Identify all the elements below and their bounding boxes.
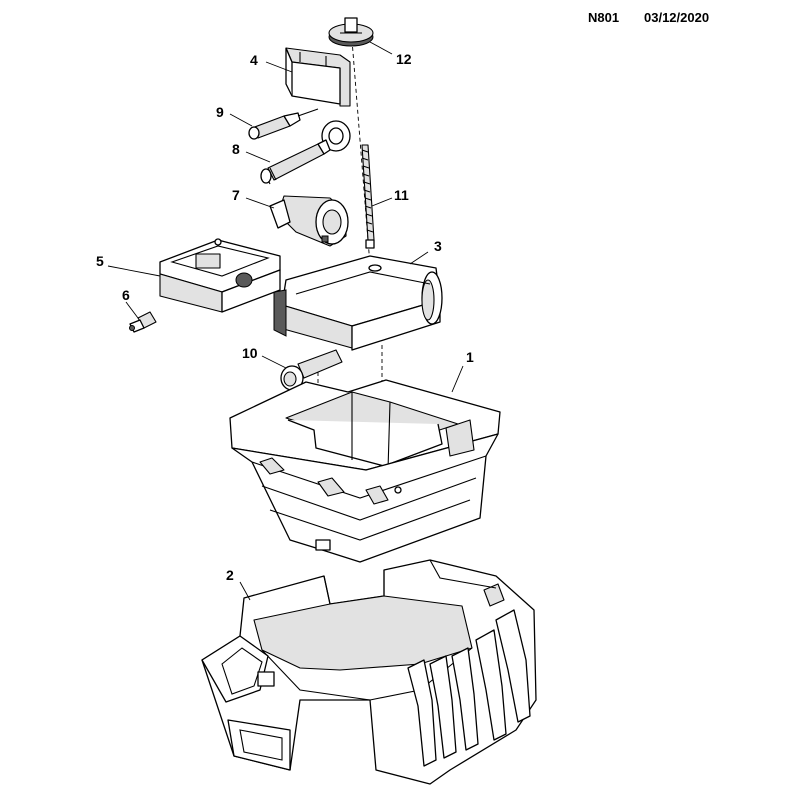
callout-1: 1 <box>466 349 474 365</box>
part-4-bracket <box>285 47 351 107</box>
part-8-towing-eye <box>260 120 351 185</box>
part-2-foam-base <box>201 559 537 785</box>
part-9-screwdriver <box>248 108 319 140</box>
callout-6: 6 <box>122 287 130 303</box>
part-11-threaded-rod <box>361 144 375 249</box>
part-1-tray <box>229 379 501 563</box>
part-7-cylinder <box>269 195 349 247</box>
callout-2: 2 <box>226 567 234 583</box>
callout-12: 12 <box>396 51 412 67</box>
callout-3: 3 <box>434 238 442 254</box>
callout-11: 11 <box>394 187 409 203</box>
leader-lines <box>107 41 464 601</box>
part-3-container <box>273 255 443 351</box>
callout-8: 8 <box>232 141 240 157</box>
part-12-cap <box>328 17 374 47</box>
callout-5: 5 <box>96 253 104 269</box>
callout-numbers: 1 2 3 4 5 6 7 8 9 10 11 12 <box>96 51 474 583</box>
diagram-date: 03/12/2020 <box>644 10 709 25</box>
part-10-nozzle <box>280 349 343 391</box>
diagram-code: N801 <box>588 10 619 25</box>
callout-7: 7 <box>232 187 240 203</box>
callout-4: 4 <box>250 52 258 68</box>
callout-9: 9 <box>216 104 224 120</box>
callout-10: 10 <box>242 345 258 361</box>
part-5-box <box>159 238 281 313</box>
part-6-valve <box>129 311 157 333</box>
